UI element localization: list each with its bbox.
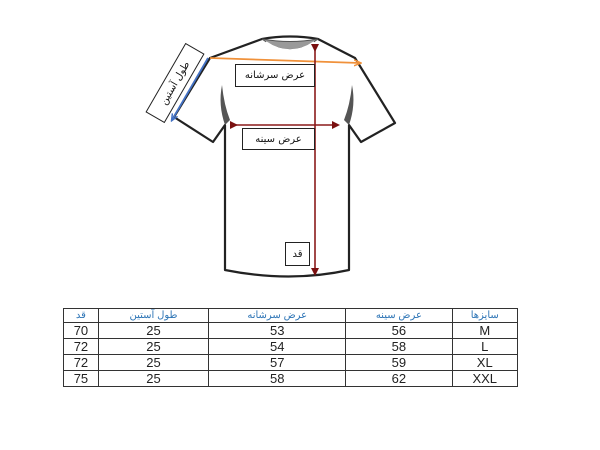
cell-sleeve: 25 [97,370,210,387]
cell-height: 72 [63,338,99,355]
cell-shoulder: 57 [208,354,347,371]
table-row: 70 25 53 56 M [63,322,518,339]
cell-height: 75 [63,370,99,387]
header-sleeve-length: طول آستین [97,308,210,323]
cell-chest: 59 [345,354,453,371]
cell-chest: 56 [345,322,453,339]
header-sizes: سایزها [451,308,518,323]
cell-height: 72 [63,354,99,371]
cell-shoulder: 53 [208,322,347,339]
cell-sleeve: 25 [97,338,210,355]
table-row: 75 25 58 62 XXL [63,370,518,387]
chest-width-label: عرض سینه [242,128,315,150]
cell-chest: 58 [345,338,453,355]
cell-shoulder: 58 [208,370,347,387]
table-row: 72 25 57 59 XL [63,354,518,371]
cell-height: 70 [63,322,99,339]
cell-size: XXL [451,370,518,387]
height-label: قد [285,242,310,266]
cell-size: XL [451,354,518,371]
cell-chest: 62 [345,370,453,387]
cell-size: L [451,338,518,355]
table-row: 72 25 54 58 L [63,338,518,355]
cell-size: M [451,322,518,339]
header-shoulder-width: عرض سرشانه [208,308,347,323]
table-header-row: قد طول آستین عرض سرشانه عرض سینه سایزها [63,308,518,323]
tshirt-outline-icon [0,35,397,278]
shoulder-width-label: عرض سرشانه [235,64,315,87]
header-chest-width: عرض سینه [345,308,453,323]
cell-shoulder: 54 [208,338,347,355]
cell-sleeve: 25 [97,322,210,339]
size-chart-table: قد طول آستین عرض سرشانه عرض سینه سایزها … [63,308,518,387]
tshirt-size-diagram: عرض سرشانه عرض سینه قد طول آستین [0,35,397,278]
cell-sleeve: 25 [97,354,210,371]
header-height: قد [63,308,99,323]
